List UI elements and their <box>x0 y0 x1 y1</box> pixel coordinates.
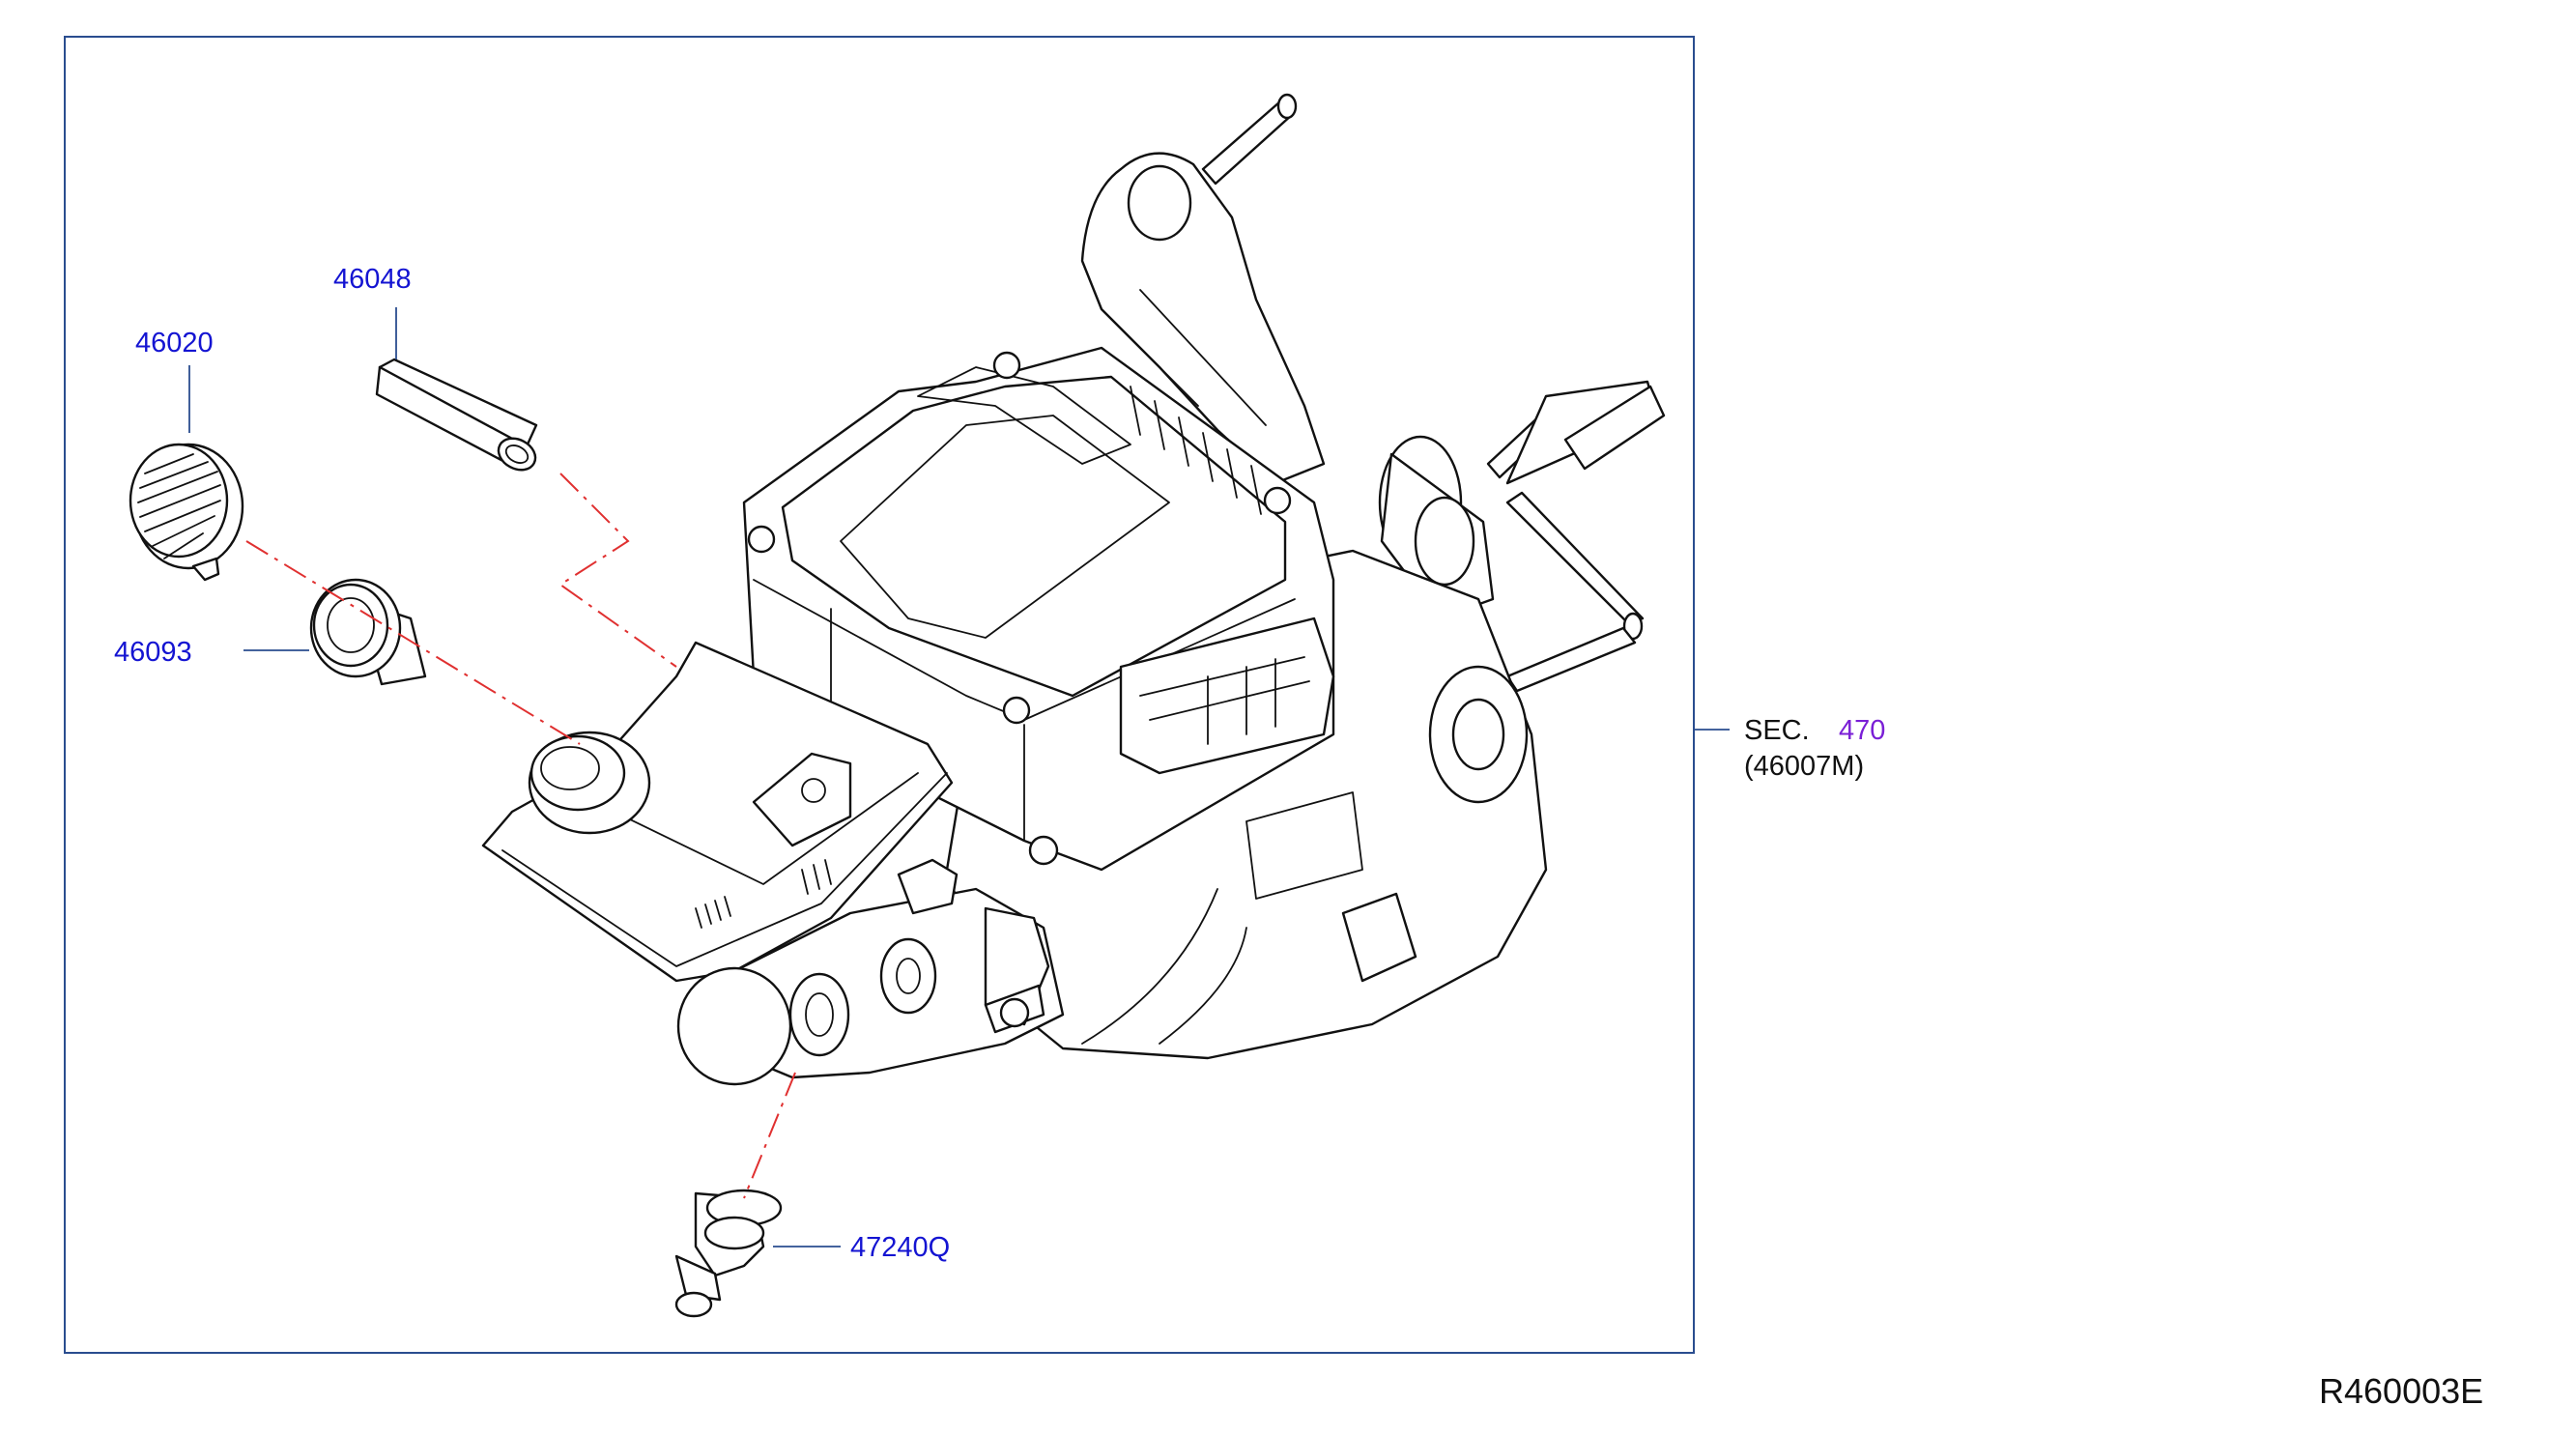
part-47240q-grommet <box>674 1189 783 1318</box>
label-46020[interactable]: 46020 <box>135 328 214 358</box>
leader-lines <box>188 307 1730 1248</box>
diagram-reference-code: R460003E <box>2319 1371 2483 1411</box>
assembly-centerlines <box>245 473 796 1199</box>
part-46093-seal-ring <box>309 578 427 686</box>
brake-booster-assembly <box>481 93 1666 1086</box>
mounting-studs <box>1201 93 1645 693</box>
section-prefix: SEC. <box>1744 715 1810 746</box>
label-46093[interactable]: 46093 <box>114 637 192 668</box>
part-46048-strainer <box>375 358 538 472</box>
label-46048[interactable]: 46048 <box>333 264 412 295</box>
diagram-frame <box>64 36 1695 1354</box>
part-46020-reservoir-cap <box>129 443 244 582</box>
section-link-470[interactable]: 470 <box>1839 715 1885 746</box>
label-47240q[interactable]: 47240Q <box>850 1232 950 1263</box>
section-sub-code: (46007M) <box>1744 751 1864 782</box>
electrical-connector <box>1119 617 1335 775</box>
